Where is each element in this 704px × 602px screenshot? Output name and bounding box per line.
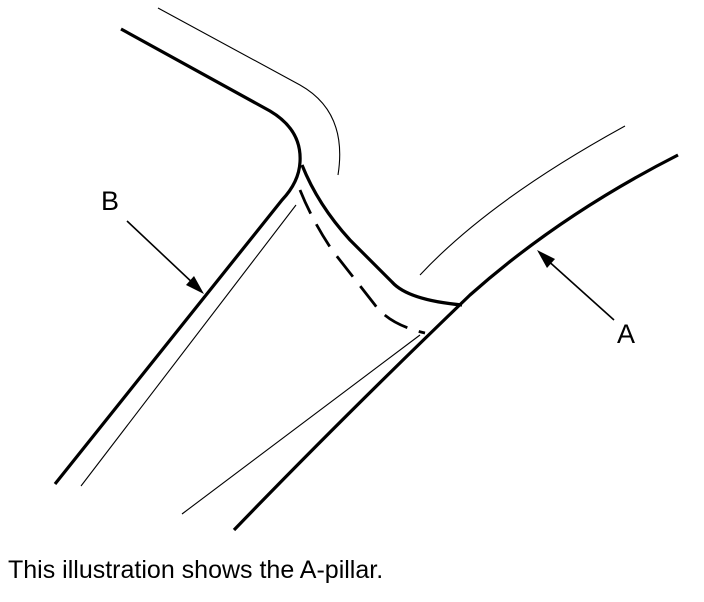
pillar-left-thin-line xyxy=(80,204,297,487)
callout-a-leader xyxy=(544,257,615,321)
a-pillar-diagram: B A xyxy=(53,7,679,532)
pillar-right-thin-line xyxy=(181,334,421,515)
callout-b-leader xyxy=(126,220,197,287)
windshield-edge-line xyxy=(232,153,679,532)
roof-outer-thin-line xyxy=(157,7,341,176)
callout-b-arrowhead xyxy=(186,276,204,294)
windshield-thin-line xyxy=(419,125,626,276)
figure-caption: This illustration shows the A-pillar. xyxy=(8,556,384,584)
hidden-edge-dashed-line xyxy=(298,189,426,335)
callout-label-a: A xyxy=(617,319,635,349)
roof-edge-line xyxy=(53,27,302,485)
callout-a-arrowhead xyxy=(537,250,555,268)
pillar-inner-trim-line xyxy=(300,164,463,307)
callout-label-b: B xyxy=(101,186,119,216)
